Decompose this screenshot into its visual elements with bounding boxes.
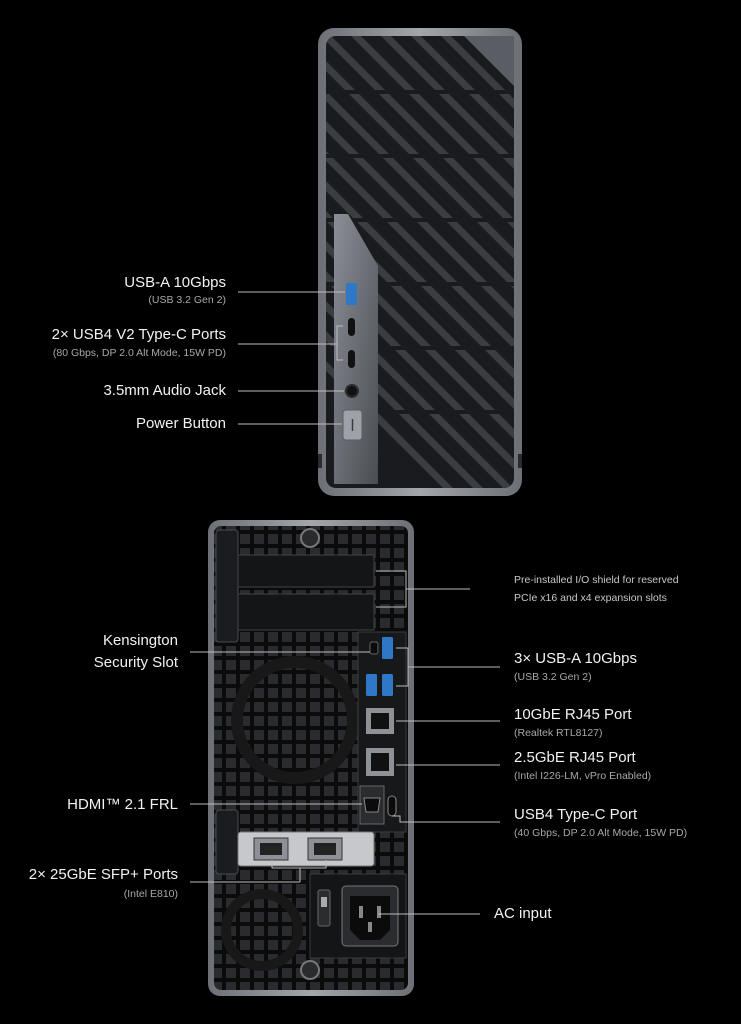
usb-a-label: USB-A 10Gbps (124, 274, 226, 291)
front-vent-slats (326, 36, 514, 488)
ac-input-label: AC input (494, 905, 552, 922)
power-button-label: Power Button (135, 415, 226, 432)
kensington-label-line1: Kensington (102, 632, 178, 649)
rj45-10g-label: 10GbE RJ45 Port (514, 706, 632, 723)
usb-a-port (382, 637, 393, 659)
audio-jack (345, 384, 359, 398)
usb-a-port (346, 283, 357, 305)
rj45-25g-sublabel: (Intel I226-LM, vPro Enabled) (514, 770, 652, 782)
usb4v2-label: 2× USB4 V2 Type-C Ports (51, 326, 226, 343)
io-shield-label-line2: PCIe x16 and x4 expansion slots (514, 592, 667, 604)
rj45-25g-label: 2.5GbE RJ45 Port (514, 749, 636, 766)
rj45-10g-sublabel: (Realtek RTL8127) (514, 727, 603, 739)
usb-c-port (387, 795, 397, 817)
io-shield-slot (237, 554, 375, 588)
usb4v2-sublabel: (80 Gbps, DP 2.0 Alt Mode, 15W PD) (52, 347, 226, 359)
usb-a-sublabel: (USB 3.2 Gen 2) (148, 294, 226, 306)
front-chassis (318, 28, 522, 496)
usb-a3-sublabel: (USB 3.2 Gen 2) (514, 671, 592, 683)
usb-a-port (366, 674, 377, 696)
usb-c-port (348, 350, 355, 368)
usb4-label: USB4 Type-C Port (514, 806, 638, 823)
usb-c-port (348, 318, 355, 336)
io-shield-label-line1: Pre-installed I/O shield for reserved (514, 574, 679, 586)
usb-a-port (382, 674, 393, 696)
hdmi-port (363, 797, 381, 813)
usb-a3-label: 3× USB-A 10Gbps (514, 650, 637, 667)
io-shield-slot (237, 593, 375, 631)
sfp-label: 2× 25GbE SFP+ Ports (28, 866, 178, 883)
callout-lines (190, 291, 500, 915)
sfp-sublabel: (Intel E810) (123, 888, 178, 900)
usb4-sublabel: (40 Gbps, DP 2.0 Alt Mode, 15W PD) (514, 827, 688, 839)
back-chassis (208, 520, 414, 996)
audio-jack-label: 3.5mm Audio Jack (103, 382, 226, 399)
kensington-label-line2: Security Slot (93, 654, 178, 671)
hdmi-label: HDMI™ 2.1 FRL (67, 796, 178, 813)
